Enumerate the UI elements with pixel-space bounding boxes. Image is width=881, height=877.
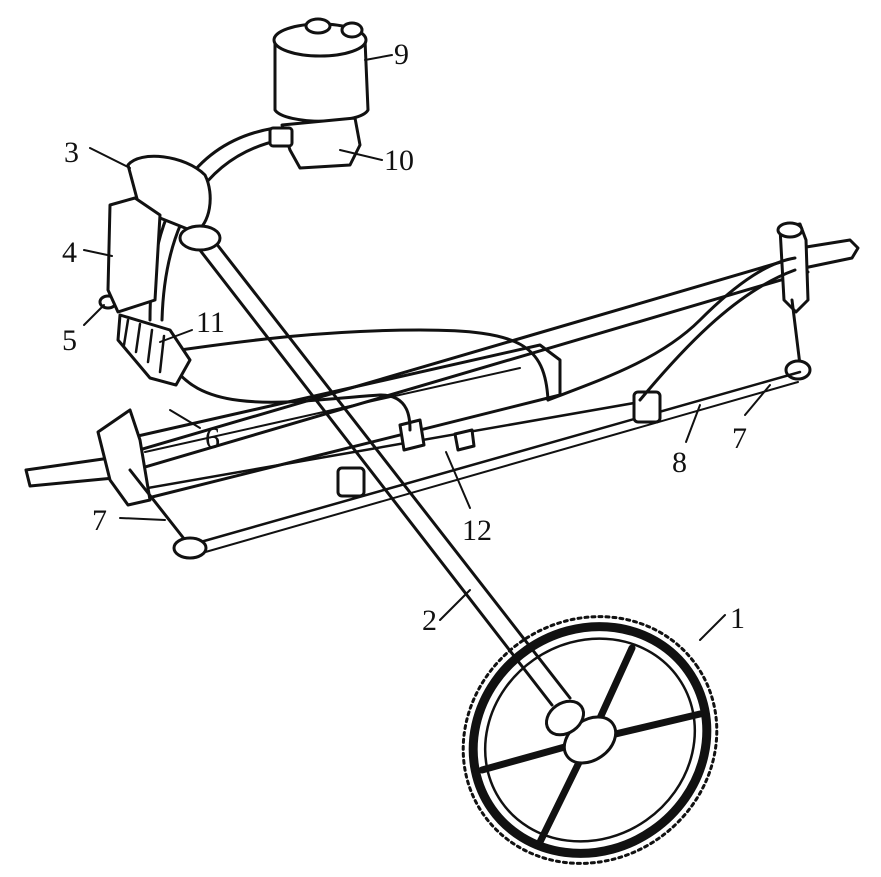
label-9: 9 [394,38,409,71]
label-1: 1 [730,602,745,635]
hydraulic-hoses [148,126,797,432]
label-8: 8 [672,446,687,479]
label-3: 3 [64,136,79,169]
callout-labels: 1 2 3 4 5 6 7 7 8 9 10 11 12 [62,38,771,641]
label-11: 11 [196,306,225,339]
label-6: 6 [205,422,220,455]
control-valve [98,294,192,387]
label-7-right: 7 [732,422,747,455]
steering-wheel [461,615,719,865]
power-steering-pump [268,116,362,170]
steering-column [178,224,572,707]
oil-reservoir [272,17,370,123]
label-2: 2 [422,604,437,637]
label-4: 4 [62,236,77,269]
label-10: 10 [384,144,414,177]
label-7-left: 7 [92,504,107,537]
label-12: 12 [462,514,492,547]
steering-rack [24,221,860,560]
label-5: 5 [62,324,77,357]
